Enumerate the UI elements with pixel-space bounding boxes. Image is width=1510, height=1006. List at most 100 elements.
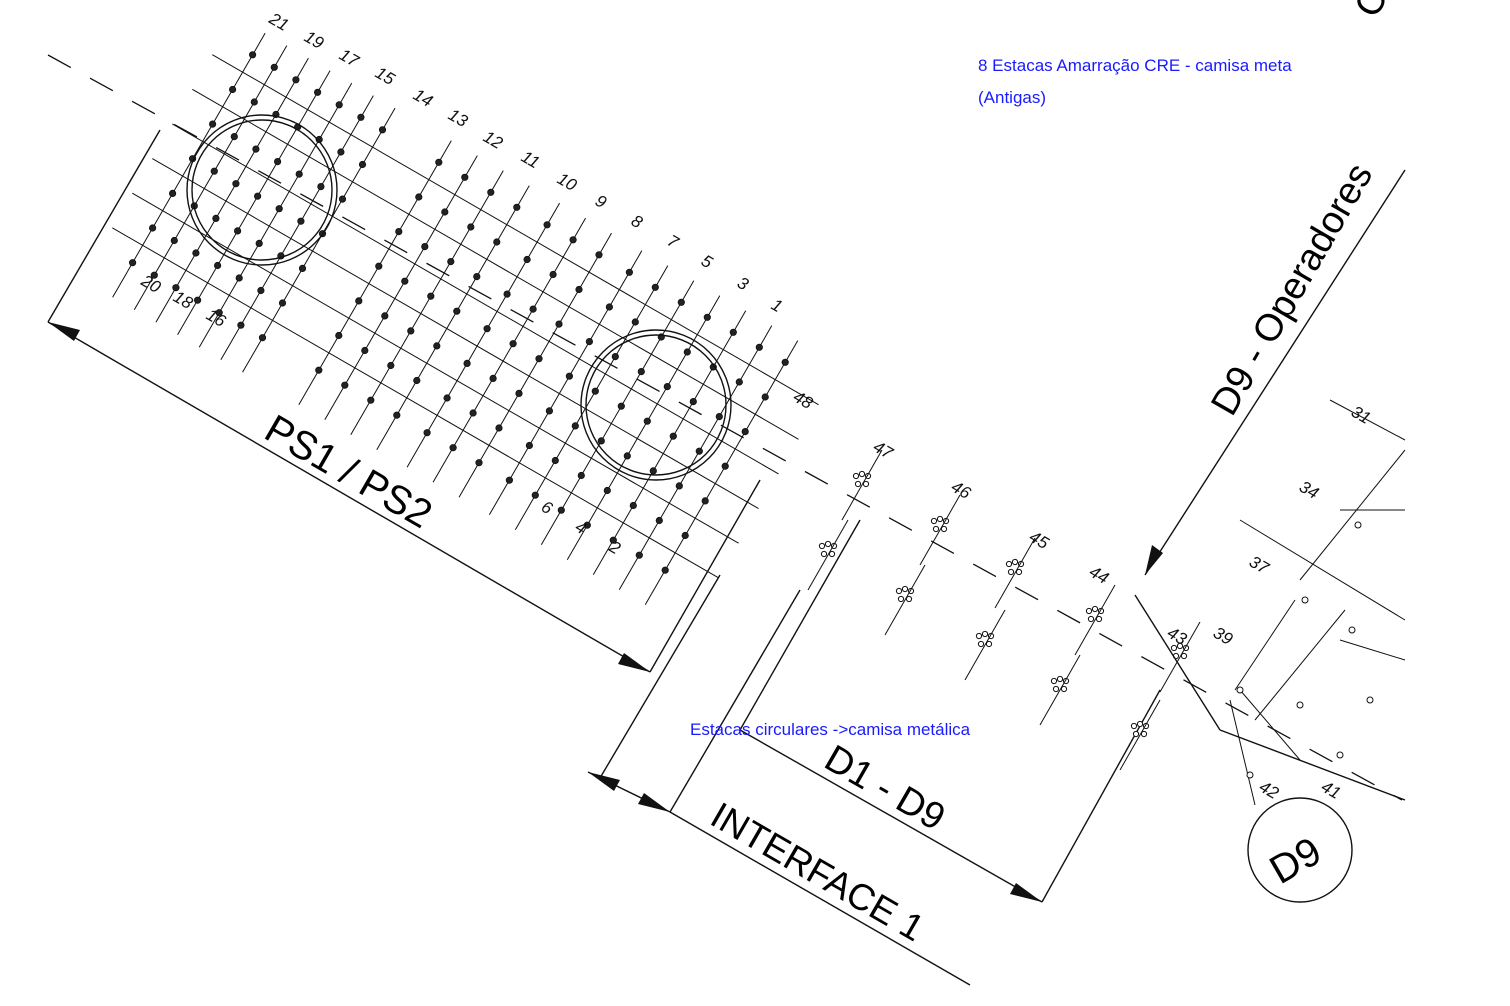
pile-marker	[741, 427, 749, 436]
pile-row-line	[192, 88, 799, 440]
pile-marker	[295, 170, 303, 178]
pile-marker	[192, 249, 200, 257]
axis-number: 17	[336, 45, 362, 71]
pile-column-line	[177, 70, 331, 336]
pile-marker	[703, 313, 711, 321]
axis-number: 3	[734, 273, 752, 294]
pile-marker	[250, 98, 258, 106]
structure-line	[1299, 449, 1406, 581]
pile-group-marker	[828, 550, 836, 558]
axis-number: 9	[592, 191, 610, 212]
pile-group-marker	[824, 540, 832, 548]
pile-marker	[415, 193, 423, 201]
pile-marker	[649, 467, 657, 475]
axis-number: 34	[1296, 477, 1322, 503]
pile-group-axis	[919, 494, 961, 566]
pile-marker	[729, 328, 737, 336]
pile-column-line	[488, 250, 643, 516]
pile-marker	[449, 444, 457, 452]
pile-marker-right	[1354, 521, 1362, 529]
pile-marker	[317, 183, 325, 191]
structure-line	[1239, 519, 1406, 621]
pile-marker	[535, 355, 543, 363]
pile-column-line	[133, 45, 288, 311]
pile-marker	[545, 407, 554, 415]
pile-marker	[467, 223, 475, 231]
pile-marker	[387, 361, 395, 370]
pile-marker	[453, 307, 461, 315]
pile-group-marker	[981, 630, 989, 638]
pile-row-line	[152, 158, 759, 509]
d9-circle-tag	[1247, 797, 1353, 903]
dimension-line-ps1-ps2	[47, 321, 651, 673]
pile-marker	[149, 224, 157, 232]
pile-group-axis	[1159, 621, 1201, 693]
pile-row-line	[132, 192, 739, 544]
pile-marker	[235, 274, 243, 282]
pile-marker	[489, 374, 497, 382]
pile-marker	[617, 402, 625, 410]
label-d9-operadores: D9 - Operadores	[1203, 156, 1381, 422]
pile-group-marker	[1015, 568, 1023, 576]
axis-number: 16	[203, 305, 229, 331]
pile-marker	[423, 429, 431, 437]
structure-line	[1329, 399, 1406, 441]
pile-marker	[469, 409, 477, 417]
pile-marker	[609, 536, 617, 544]
pile-marker	[677, 298, 685, 306]
pile-marker	[232, 180, 240, 188]
pile-group-marker	[1095, 615, 1103, 623]
pile-marker	[129, 259, 137, 267]
pile-group-axis	[841, 449, 883, 521]
axis-number: 45	[1026, 527, 1052, 553]
pile-marker	[755, 343, 763, 351]
pile-marker	[493, 238, 501, 246]
pile-marker	[357, 113, 365, 121]
axis-number: 12	[480, 127, 506, 153]
pile-group-marker	[1176, 642, 1184, 650]
structure-line	[1239, 689, 1301, 761]
pile-group-marker	[818, 542, 826, 550]
pile-marker	[631, 318, 639, 326]
label-d1-d9: D1 - D9	[818, 737, 952, 839]
leader-arrow	[1145, 545, 1163, 575]
pile-marker	[421, 243, 429, 251]
pile-marker	[358, 160, 367, 169]
pile-marker	[565, 372, 574, 380]
pile-marker	[361, 346, 369, 355]
pile-marker-right	[1236, 686, 1244, 694]
pile-group-marker	[1091, 605, 1099, 613]
pile-marker	[461, 173, 469, 181]
pile-marker	[605, 303, 614, 311]
pile-marker	[635, 551, 643, 559]
pile-column-line	[350, 170, 504, 436]
axis-number: 5	[698, 251, 716, 272]
pile-column-line	[376, 185, 530, 451]
pile-marker	[255, 239, 263, 247]
pile-marker	[557, 506, 565, 514]
pile-group-marker	[1130, 722, 1138, 730]
pile-marker	[273, 158, 282, 166]
pile-group-marker	[1005, 560, 1013, 568]
dimension-line-d1-d9	[739, 729, 1043, 903]
label-cut-corner: C	[1346, 0, 1396, 25]
dimension-extension	[669, 589, 801, 813]
centreline-dashed	[47, 54, 1403, 801]
dimension-arrow	[588, 772, 620, 791]
structure-line	[1339, 639, 1406, 661]
pile-marker	[543, 221, 551, 229]
pile-group-axis	[884, 564, 926, 636]
axis-number: 13	[445, 105, 471, 131]
axis-number: 2	[605, 537, 624, 559]
pile-marker	[209, 120, 217, 128]
pile-group-axis	[964, 609, 1006, 681]
drawing-geometry	[47, 32, 1406, 986]
pile-marker	[443, 394, 451, 402]
pile-column-line	[592, 310, 747, 576]
pile-marker	[721, 462, 729, 470]
pile-marker	[212, 214, 220, 222]
pile-marker	[513, 203, 521, 211]
pile-marker-right	[1336, 751, 1344, 759]
